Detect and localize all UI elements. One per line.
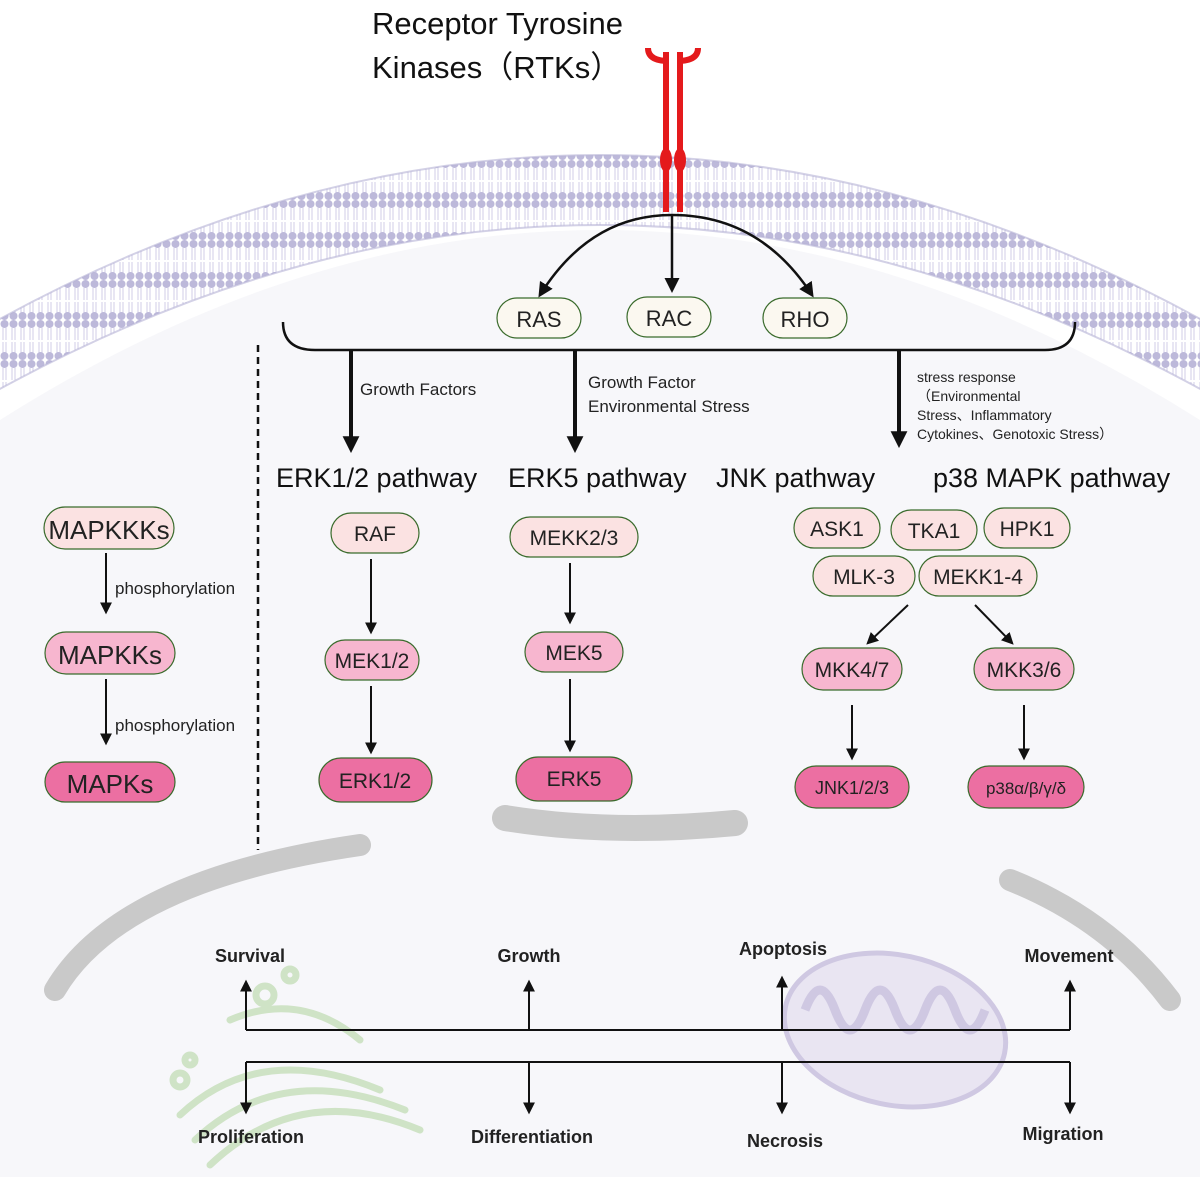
svg-text:p38α/β/γ/δ: p38α/β/γ/δ: [986, 779, 1066, 798]
mekk23-node: MEKK2/3: [509, 516, 639, 558]
mekk14-node: MEKK1-4: [918, 555, 1038, 597]
svg-text:ERK1/2: ERK1/2: [339, 770, 411, 793]
pathway-title-erk12: ERK1/2 pathway: [276, 463, 478, 493]
legend-phosphorylation-1: phosphorylation: [115, 579, 235, 598]
ask1-node: ASK1: [793, 507, 881, 549]
nucleus-envelope-arc-right: [999, 869, 1181, 1011]
membrane-outer-edge: [0, 154, 1200, 321]
svg-text:RAF: RAF: [354, 523, 396, 546]
arrow-mapkkks-to-mkk47: [866, 604, 909, 645]
arrow-mapkkks-to-mkk36: [974, 604, 1014, 645]
mek5-node: MEK5: [524, 631, 624, 673]
nucleus-envelope-arc: [44, 834, 371, 1001]
legend-mapkkks-node: MAPKKKs: [43, 506, 175, 550]
svg-text:MEK5: MEK5: [545, 642, 602, 665]
svg-text:ASK1: ASK1: [810, 518, 864, 541]
stimulus-stress-line4: Cytokines、Genotoxic Stress）: [917, 426, 1113, 442]
stimulus-stress-line3: Stress、Inflammatory: [917, 407, 1052, 423]
svg-text:MEKK1-4: MEKK1-4: [933, 566, 1023, 589]
outcome-migration: Migration: [1023, 1124, 1104, 1144]
svg-text:MAPKKKs: MAPKKKs: [48, 515, 169, 545]
membrane-inner-edge: [0, 224, 1200, 391]
arrow-rtk-to-rho: [671, 213, 814, 298]
stimulus-stress-line2: （Environmental: [917, 388, 1021, 404]
stimulus-erk12: Growth Factors: [360, 380, 476, 399]
jnk123-node: JNK1/2/3: [794, 765, 910, 809]
svg-text:RHO: RHO: [781, 307, 830, 332]
p38-isoforms-node: p38α/β/γ/δ: [967, 765, 1085, 809]
outcome-differentiation: Differentiation: [471, 1127, 593, 1147]
mkk47-node: MKK4/7: [801, 647, 903, 691]
rac-node: RAC: [626, 296, 712, 338]
mkk36-node: MKK3/6: [973, 647, 1075, 691]
svg-text:RAC: RAC: [646, 306, 693, 331]
outcome-growth: Growth: [498, 946, 561, 966]
receptor-label-line2: Kinases（RTKs）: [372, 50, 621, 85]
legend-phosphorylation-2: phosphorylation: [115, 716, 235, 735]
ras-node: RAS: [496, 297, 582, 339]
pathway-title-erk5: ERK5 pathway: [508, 463, 687, 493]
svg-text:TKA1: TKA1: [908, 520, 961, 543]
outcome-necrosis: Necrosis: [747, 1131, 823, 1151]
legend-mapkks-node: MAPKKs: [44, 631, 176, 675]
svg-text:JNK1/2/3: JNK1/2/3: [815, 778, 889, 798]
receptor-tyrosine-kinase: [645, 48, 701, 212]
svg-text:MEKK2/3: MEKK2/3: [530, 527, 619, 550]
svg-text:MKK4/7: MKK4/7: [815, 659, 890, 682]
gtpase-brace: [281, 321, 1077, 352]
svg-text:MAPKs: MAPKs: [67, 769, 154, 799]
raf-node: RAF: [330, 512, 420, 554]
mek12-node: MEK1/2: [324, 639, 420, 681]
outcome-movement: Movement: [1024, 946, 1113, 966]
erk12-node: ERK1/2: [318, 757, 433, 803]
receptor-label-line1: Receptor Tyrosine: [372, 6, 623, 41]
tka1-node: TKA1: [890, 509, 978, 551]
cell-membrane: [0, 155, 1200, 390]
legend-mapks-node: MAPKs: [44, 761, 176, 803]
outcome-apoptosis: Apoptosis: [739, 939, 827, 959]
erk5-node: ERK5: [515, 756, 633, 802]
svg-text:RAS: RAS: [516, 307, 561, 332]
rho-node: RHO: [762, 297, 848, 339]
stimulus-erk5-line1: Growth Factor: [588, 373, 696, 392]
outcome-survival: Survival: [215, 946, 285, 966]
arrow-rtk-to-ras: [538, 213, 673, 298]
svg-text:MEK1/2: MEK1/2: [335, 650, 410, 673]
svg-text:MKK3/6: MKK3/6: [987, 659, 1062, 682]
nucleus-envelope-arc-top: [492, 805, 748, 841]
stimulus-stress-line1: stress response: [917, 369, 1016, 385]
svg-text:HPK1: HPK1: [1000, 518, 1055, 541]
cell-interior: [0, 230, 1200, 1177]
hpk1-node: HPK1: [983, 507, 1071, 549]
mlk3-node: MLK-3: [812, 555, 916, 597]
stimulus-erk5-line2: Environmental Stress: [588, 397, 750, 416]
outcome-proliferation: Proliferation: [198, 1127, 304, 1147]
svg-text:ERK5: ERK5: [547, 768, 602, 791]
svg-text:MAPKKs: MAPKKs: [58, 640, 162, 670]
pathway-title-p38: p38 MAPK pathway: [933, 463, 1171, 493]
svg-text:MLK-3: MLK-3: [833, 566, 895, 589]
pathway-title-jnk: JNK pathway: [716, 463, 876, 493]
